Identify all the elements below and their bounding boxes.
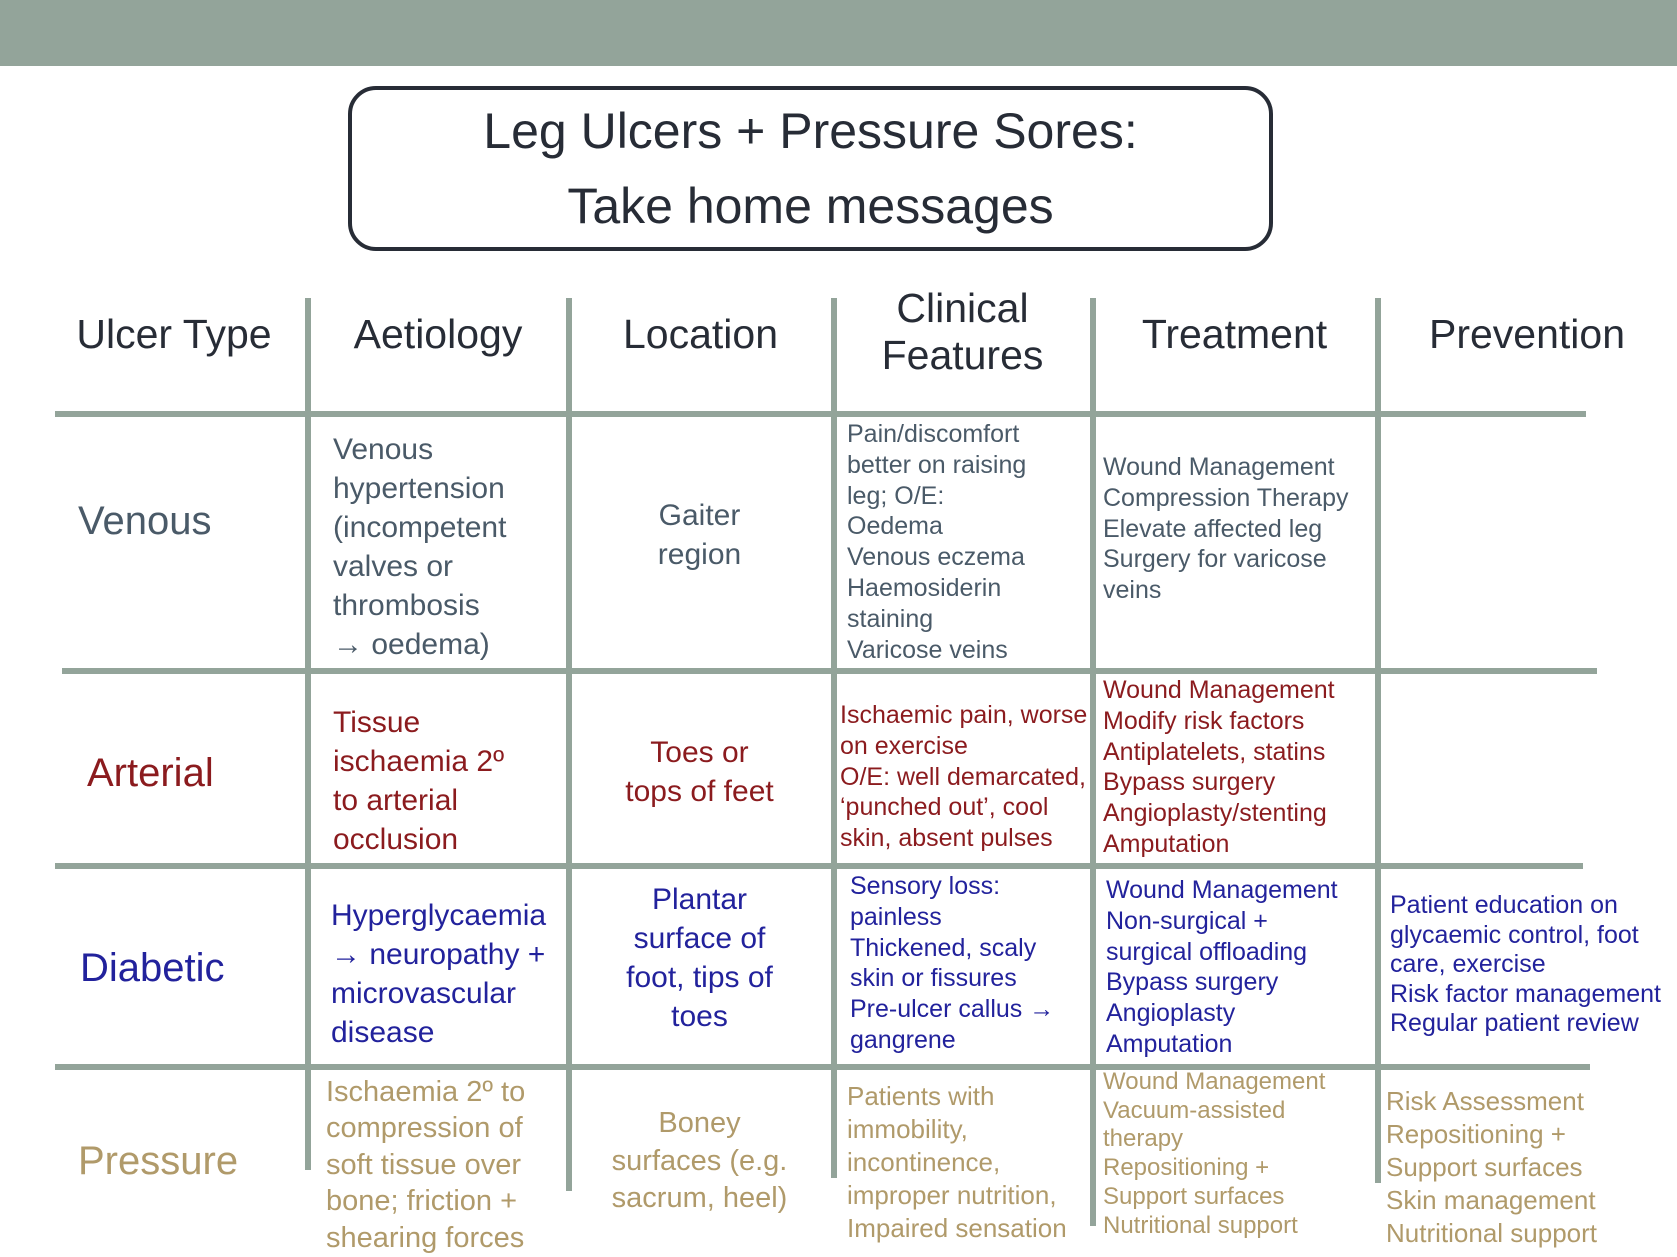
pressure-aetiology-cell: Ischaemia 2º to compression of soft tiss… — [326, 1076, 526, 1254]
arterial-aetiology-cell: Tissue ischaemia 2º to arterial occlusio… — [333, 706, 505, 856]
arterial-clinical-features-cell: Ischaemic pain, worse on exercise O/E: w… — [840, 701, 1088, 853]
top-accent-bar — [0, 0, 1677, 66]
table-gridline-horizontal-arterial-diabetic — [55, 863, 1583, 869]
pressure-clinical-features-cell: Patients with immobility, incontinence, … — [847, 1081, 1067, 1243]
table-gridline-horizontal-header — [55, 411, 1586, 417]
slide-title-line-2: Take home messages — [567, 177, 1054, 234]
arterial-treatment-cell: Wound Management Modify risk factors Ant… — [1103, 676, 1335, 858]
row-label-pressure: Pressure — [78, 1139, 239, 1183]
table-gridline-vertical-3 — [831, 298, 837, 1178]
arterial-location-cell: Toes or tops of feet — [625, 736, 774, 808]
slide-title-box: Leg Ulcers + Pressure Sores: Take home m… — [348, 86, 1273, 251]
row-label-arterial: Arterial — [87, 751, 214, 795]
column-header-ulcer-type: Ulcer Type — [76, 311, 272, 357]
table-gridline-horizontal-venous-arterial — [62, 668, 1597, 674]
diabetic-treatment-cell: Wound Management Non-surgical + surgical… — [1106, 876, 1338, 1058]
venous-location-cell: Gaiter region — [657, 499, 742, 571]
row-label-venous: Venous — [78, 499, 212, 543]
column-header-prevention: Prevention — [1428, 311, 1625, 357]
table-gridline-vertical-5 — [1375, 298, 1381, 1183]
diabetic-location-cell: Plantar surface of foot, tips of toes — [626, 883, 773, 1033]
pressure-treatment-cell: Wound Management Vacuum-assisted therapy… — [1103, 1068, 1326, 1239]
column-header-clinical-features: Clinical Features — [881, 285, 1044, 378]
column-header-aetiology: Aetiology — [353, 311, 523, 357]
venous-clinical-features-cell: Pain/discomfort better on raising leg; O… — [847, 420, 1027, 664]
slide-title-line-1: Leg Ulcers + Pressure Sores: — [483, 103, 1138, 160]
column-header-treatment: Treatment — [1141, 311, 1328, 357]
column-header-location: Location — [622, 311, 778, 357]
pressure-location-cell: Boney surfaces (e.g. sacrum, heel) — [611, 1107, 788, 1214]
pressure-prevention-cell: Risk Assessment Repositioning + Support … — [1386, 1086, 1597, 1248]
row-label-diabetic: Diabetic — [80, 946, 225, 990]
venous-treatment-cell: Wound Management Compression Therapy Ele… — [1103, 453, 1349, 605]
table-gridline-vertical-1 — [305, 298, 311, 1170]
table-gridline-horizontal-diabetic-pressure — [55, 1064, 1590, 1070]
diabetic-clinical-features-cell: Sensory loss: painless Thickened, scaly … — [850, 872, 1055, 1054]
table-gridline-vertical-4 — [1090, 298, 1096, 1226]
diabetic-prevention-cell: Patient education on glycaemic control, … — [1390, 891, 1661, 1038]
venous-aetiology-cell: Venous hypertension (incompetent valves … — [333, 433, 507, 661]
diabetic-aetiology-cell: Hyperglycaemia → neuropathy + microvascu… — [331, 899, 547, 1049]
table-gridline-vertical-2 — [566, 298, 572, 1191]
